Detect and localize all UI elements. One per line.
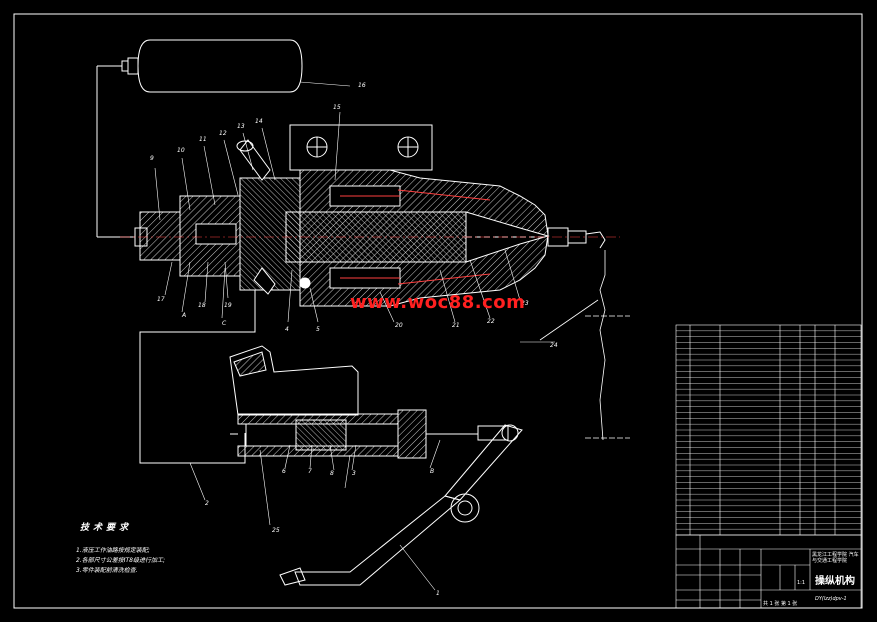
parts-list-rows bbox=[676, 330, 861, 530]
part-label: 22 bbox=[487, 318, 495, 325]
watermark: www.woc88.com bbox=[350, 292, 526, 313]
part-label: 20 bbox=[395, 322, 403, 329]
master-cylinder bbox=[229, 345, 519, 459]
title-block bbox=[675, 534, 862, 609]
tech-requirement-line: 1.液压工作油路按规定装配; bbox=[76, 547, 150, 554]
drawing-code: DY(lzz)dpv-1 bbox=[815, 596, 847, 602]
part-label: 14 bbox=[255, 118, 263, 125]
part-label: 8 bbox=[330, 470, 334, 477]
tech-requirement-line: 3.零件装配前清洗检查. bbox=[76, 567, 138, 574]
part-label: 6 bbox=[282, 468, 286, 475]
part-label: B bbox=[430, 468, 435, 475]
part-label: 9 bbox=[150, 155, 154, 162]
tech-requirements-title: 技术要求 bbox=[80, 523, 133, 533]
school-name: 黑龙江工程学院 汽车与交通工程学院 bbox=[812, 552, 859, 564]
part-label: 5 bbox=[316, 326, 320, 333]
part-label: C bbox=[222, 320, 227, 327]
part-label: 16 bbox=[358, 82, 366, 89]
part-label: A bbox=[182, 312, 187, 319]
cable-linkage bbox=[539, 250, 630, 441]
part-label: 24 bbox=[550, 342, 558, 349]
mounting-bracket bbox=[289, 124, 433, 171]
part-label: 15 bbox=[333, 104, 341, 111]
part-label: 23 bbox=[521, 300, 529, 307]
part-label: 2 bbox=[205, 500, 209, 507]
part-label: 17 bbox=[157, 296, 165, 303]
scale-value: 1:1 bbox=[797, 580, 806, 586]
part-label: 10 bbox=[177, 147, 185, 154]
part-label: 21 bbox=[452, 322, 460, 329]
part-label: 13 bbox=[237, 123, 245, 130]
sheet-border bbox=[13, 13, 863, 609]
part-label: 25 bbox=[272, 527, 280, 534]
part-label: 12 bbox=[219, 130, 227, 137]
sheet-count: 共 1 张 第 1 张 bbox=[763, 601, 798, 607]
part-label: 7 bbox=[308, 468, 312, 475]
part-label: 19 bbox=[224, 302, 232, 309]
part-label: 3 bbox=[352, 470, 356, 477]
leader-lines bbox=[154, 81, 555, 591]
main-cylinder bbox=[120, 139, 620, 307]
hydraulic-pipe bbox=[139, 290, 256, 464]
part-label: 1 bbox=[436, 590, 440, 597]
drawing-title: 操纵机构 bbox=[815, 576, 855, 587]
part-label: 11 bbox=[199, 136, 207, 143]
part-label: 18 bbox=[198, 302, 206, 309]
pedal-lever bbox=[279, 424, 523, 586]
part-label: 4 bbox=[285, 326, 289, 333]
tech-requirement-line: 2.各部尺寸公差按IT8级进行加工; bbox=[76, 557, 165, 564]
